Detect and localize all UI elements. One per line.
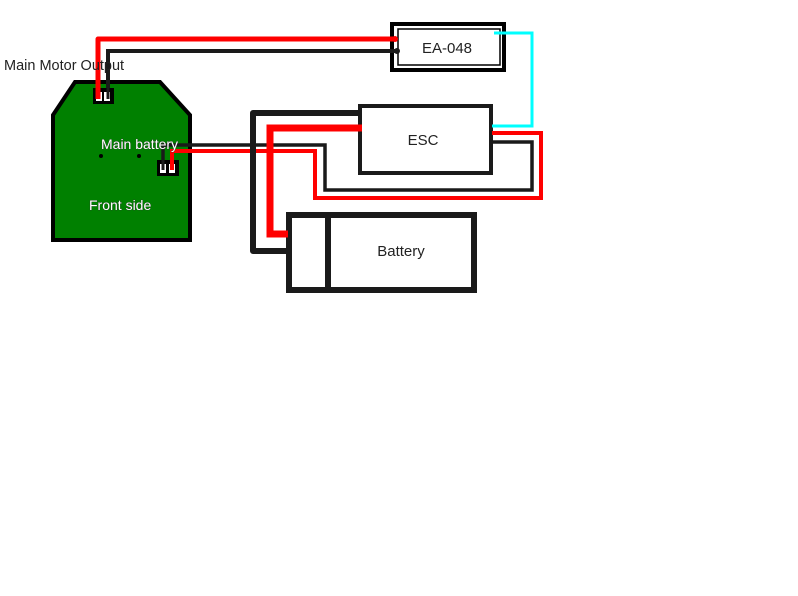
- battery-positive-wire: [266, 124, 362, 238]
- ea048-label: EA-048: [422, 40, 472, 57]
- battery-negative-wire: [250, 110, 361, 254]
- battery: Battery: [286, 212, 477, 293]
- controller-board: [51, 80, 192, 242]
- esc-module: ESC: [358, 104, 493, 175]
- main-motor-output-label: Main Motor Output: [4, 58, 124, 74]
- board-hole: [137, 154, 141, 158]
- motor-output-connector: [93, 39, 114, 104]
- esc-label: ESC: [408, 132, 439, 149]
- front-side-label: Front side: [89, 197, 151, 213]
- main-battery-label: Main battery: [101, 136, 178, 152]
- battery-label: Battery: [377, 243, 425, 260]
- signal-wire: [492, 31, 534, 128]
- board-hole: [99, 154, 103, 158]
- main-battery-connector: [157, 145, 179, 176]
- wire-end: [392, 36, 398, 42]
- ea048-module: EA-048: [390, 22, 506, 72]
- wire-end: [394, 48, 400, 54]
